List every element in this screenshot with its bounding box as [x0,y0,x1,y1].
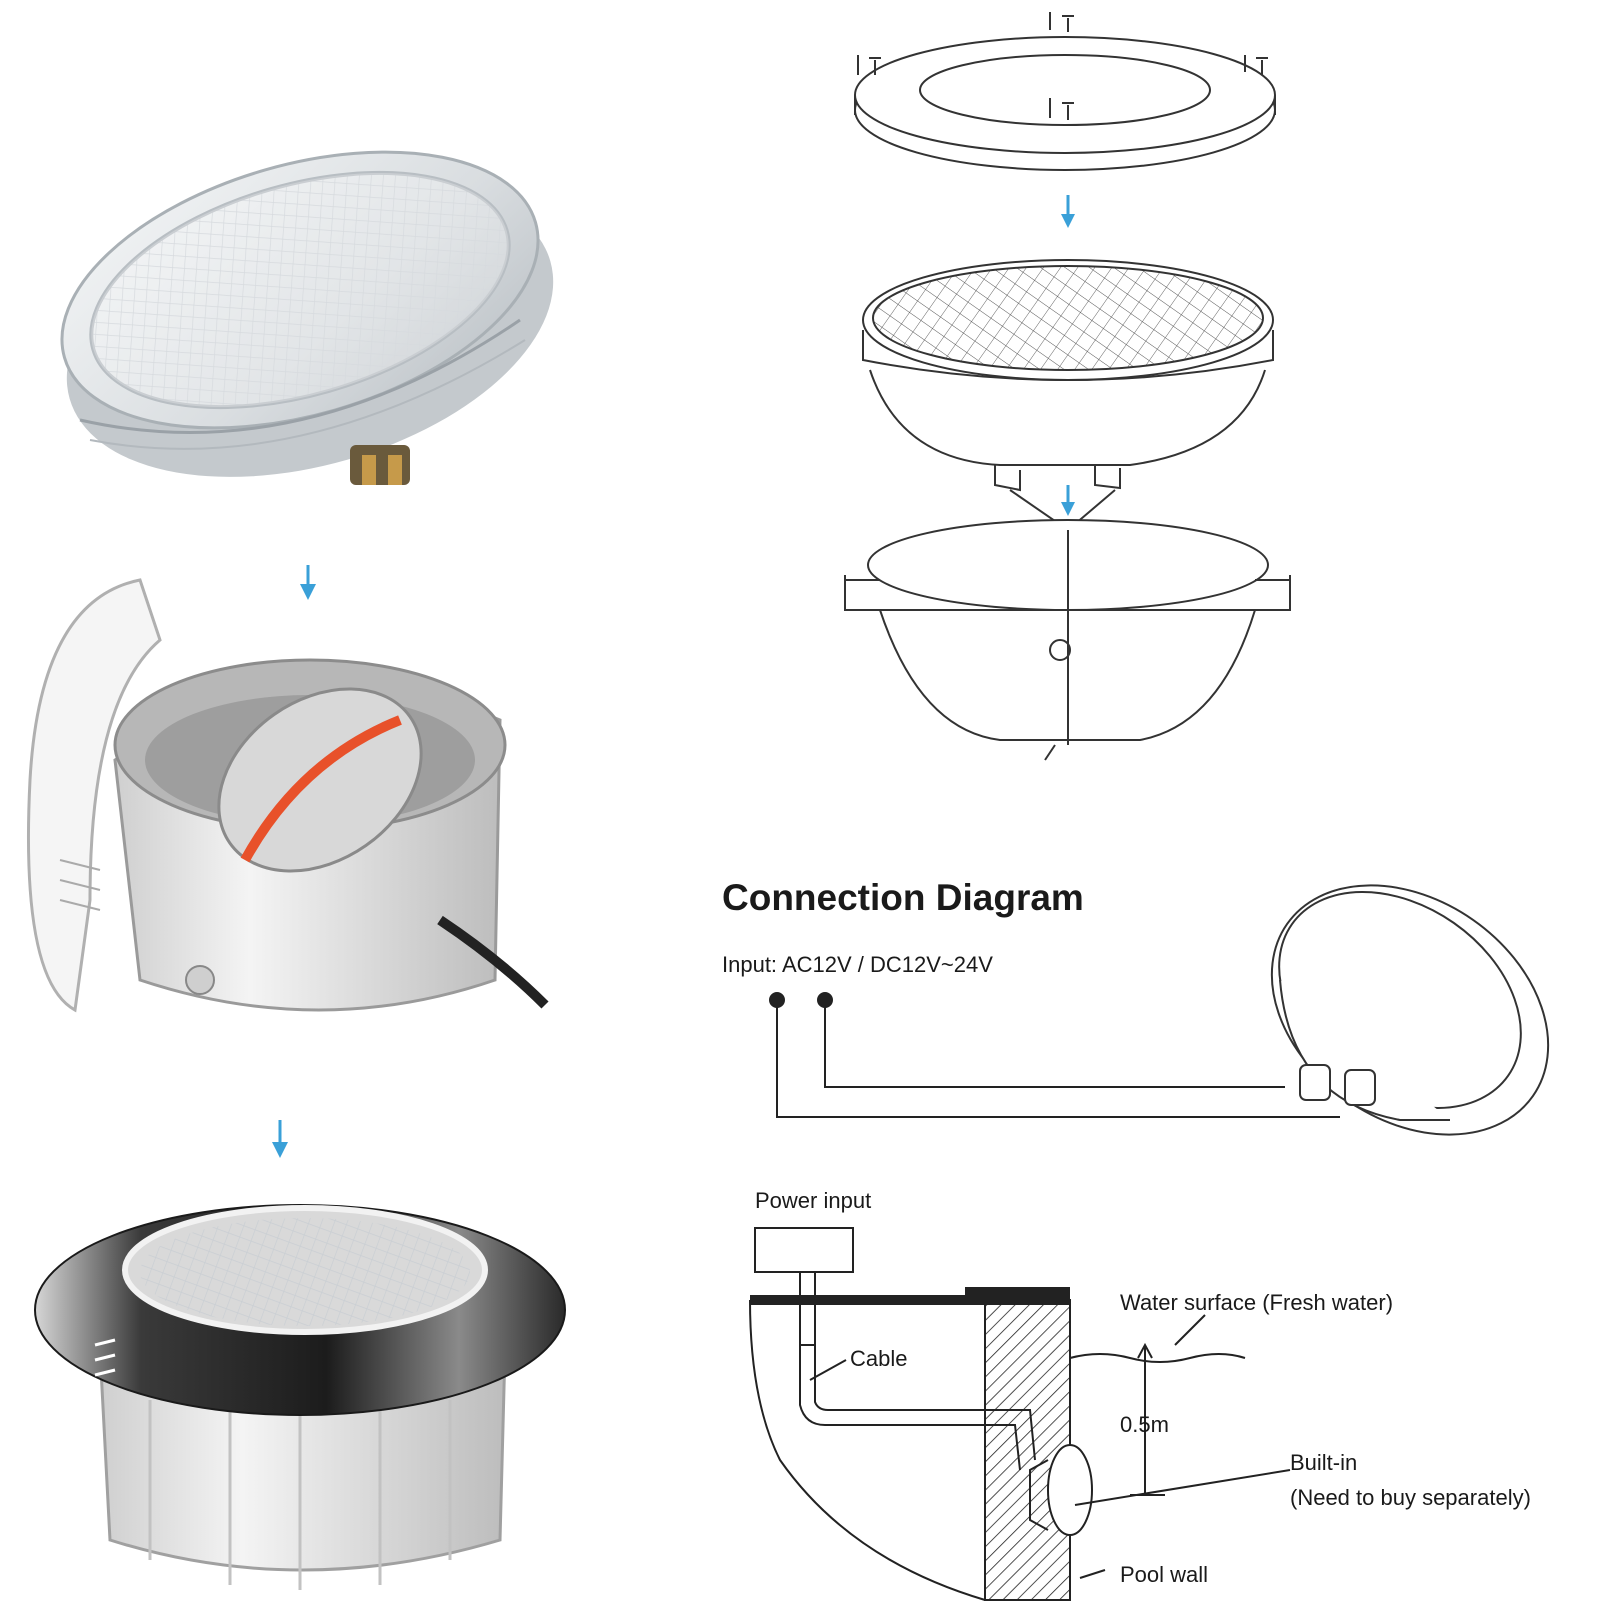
step-arrow-2 [272,1120,288,1158]
depth-label: 0.5m [1120,1412,1169,1437]
connection-diagram-title: Connection Diagram [722,877,1084,918]
step-arrow-4 [1061,485,1075,516]
exploded-view-lineart [844,12,1291,761]
built-in-note-label: (Need to buy separately) [1290,1485,1531,1510]
assembled-light-image [34,1204,566,1590]
step-arrow-1 [300,565,316,600]
input-spec-label: Input: AC12V / DC12V~24V [722,952,993,977]
power-input-label: Power input [755,1188,871,1213]
wiring-lines [769,992,1340,1118]
lamp-back-lineart [1270,884,1550,1136]
par56-bulb-image [60,150,554,485]
step-arrow-3 [1061,195,1075,228]
cable-label: Cable [850,1346,907,1371]
niche-housing-image [27,578,549,1013]
pool-wall-label: Pool wall [1120,1562,1208,1587]
installation-diagram [749,1227,1291,1601]
built-in-label: Built-in [1290,1450,1357,1475]
water-surface-label: Water surface (Fresh water) [1120,1290,1393,1315]
